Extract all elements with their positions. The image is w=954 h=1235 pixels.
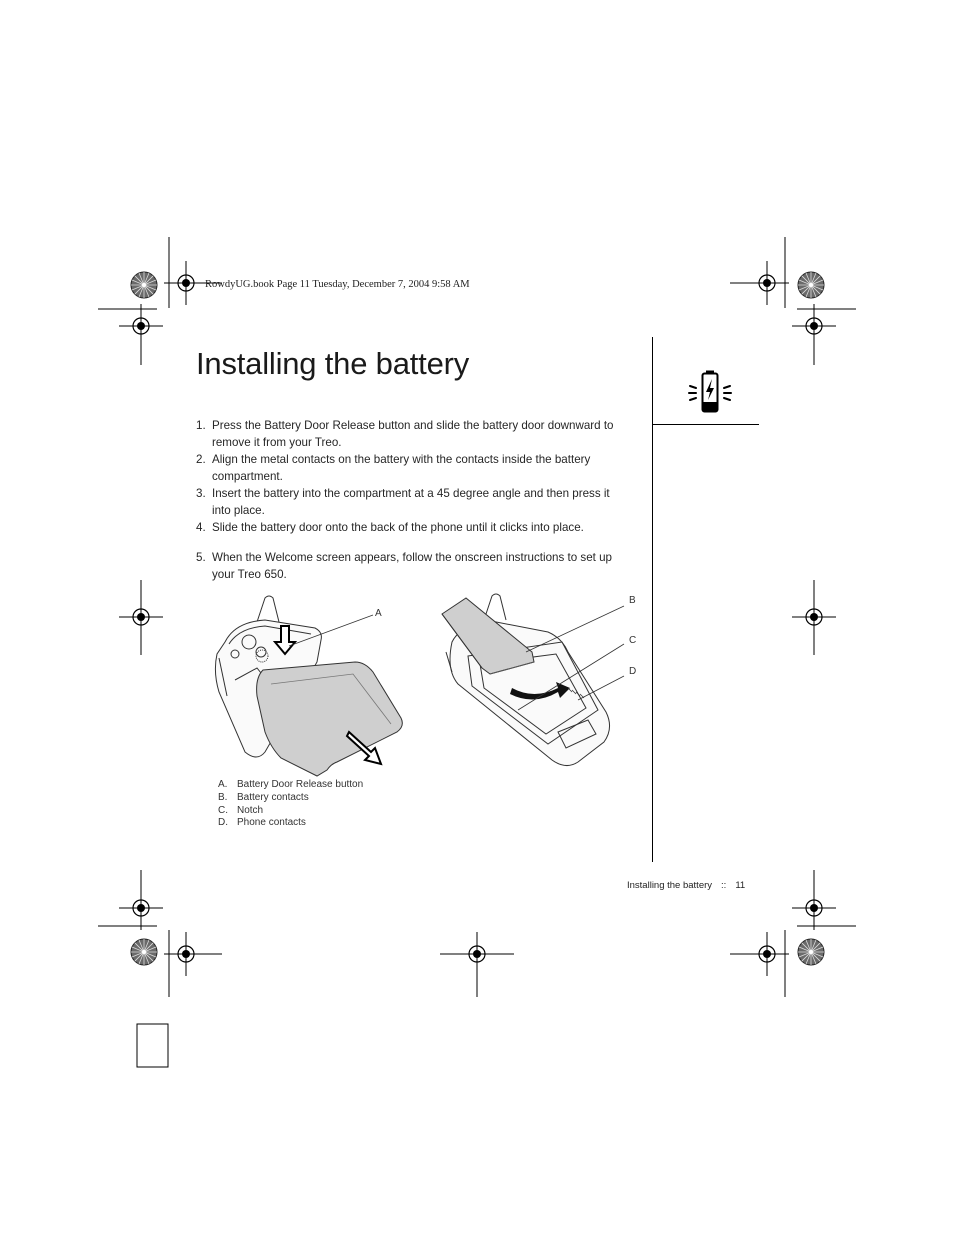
step-text: Slide the battery door onto the back of … xyxy=(212,521,584,534)
legend-text: Battery contacts xyxy=(237,791,309,803)
page-title: Installing the battery xyxy=(196,346,470,381)
phone-back-door-illustration xyxy=(205,592,420,787)
print-header-note: RowdyUG.book Page 11 Tuesday, December 7… xyxy=(205,279,470,290)
legend-item: D. Phone contacts xyxy=(218,817,363,830)
legend-letter: C. xyxy=(218,804,228,816)
legend-text: Battery Door Release button xyxy=(237,779,364,790)
legend-text: Notch xyxy=(237,804,264,816)
battery-insertion-illustration xyxy=(438,592,638,777)
step-text: Insert the battery into the compartment … xyxy=(212,487,610,517)
target-mark-icon xyxy=(797,938,825,966)
instruction-steps: 1. Press the Battery Door Release button … xyxy=(196,417,628,583)
step-number: 1. xyxy=(196,419,206,432)
legend-letter: D. xyxy=(218,817,228,829)
target-mark-icon xyxy=(130,938,158,966)
legend-item: A. Battery Door Release button xyxy=(218,779,363,792)
legend-letter: B. xyxy=(218,791,228,803)
target-mark-icon xyxy=(130,271,158,299)
callout-label-b: B xyxy=(629,595,636,606)
page-footer: Installing the battery::11 xyxy=(627,880,745,891)
footer-separator: :: xyxy=(721,880,727,891)
legend-text: Phone contacts xyxy=(237,817,306,829)
legend-item: C. Notch xyxy=(218,805,363,818)
step-item: 5. When the Welcome screen appears, follo… xyxy=(196,549,628,583)
step-number: 4. xyxy=(196,521,206,534)
step-item: 4. Slide the battery door onto the back o… xyxy=(196,519,628,536)
step-text: Press the Battery Door Release button an… xyxy=(212,419,614,449)
step-text: When the Welcome screen appears, follow … xyxy=(212,551,612,581)
step-number: 2. xyxy=(196,453,206,466)
step-number: 5. xyxy=(196,551,206,564)
callout-label-d: D xyxy=(629,666,637,677)
figure-legend: A. Battery Door Release button B. Battery … xyxy=(218,779,363,830)
callout-label-a: A xyxy=(375,608,382,619)
step-number: 3. xyxy=(196,487,206,500)
step-item: 3. Insert the battery into the compartmen… xyxy=(196,485,628,519)
step-item: 1. Press the Battery Door Release button … xyxy=(196,417,628,451)
battery-charging-icon xyxy=(686,368,734,421)
step-item: 2. Align the metal contacts on the batter… xyxy=(196,451,628,485)
step-text: Align the metal contacts on the battery … xyxy=(212,453,591,483)
target-mark-icon xyxy=(797,271,825,299)
page-number: 11 xyxy=(735,880,746,891)
callout-label-c: C xyxy=(629,635,637,646)
footer-section-title: Installing the battery xyxy=(627,880,713,891)
legend-letter: A. xyxy=(218,779,228,790)
legend-item: B. Battery contacts xyxy=(218,792,363,805)
